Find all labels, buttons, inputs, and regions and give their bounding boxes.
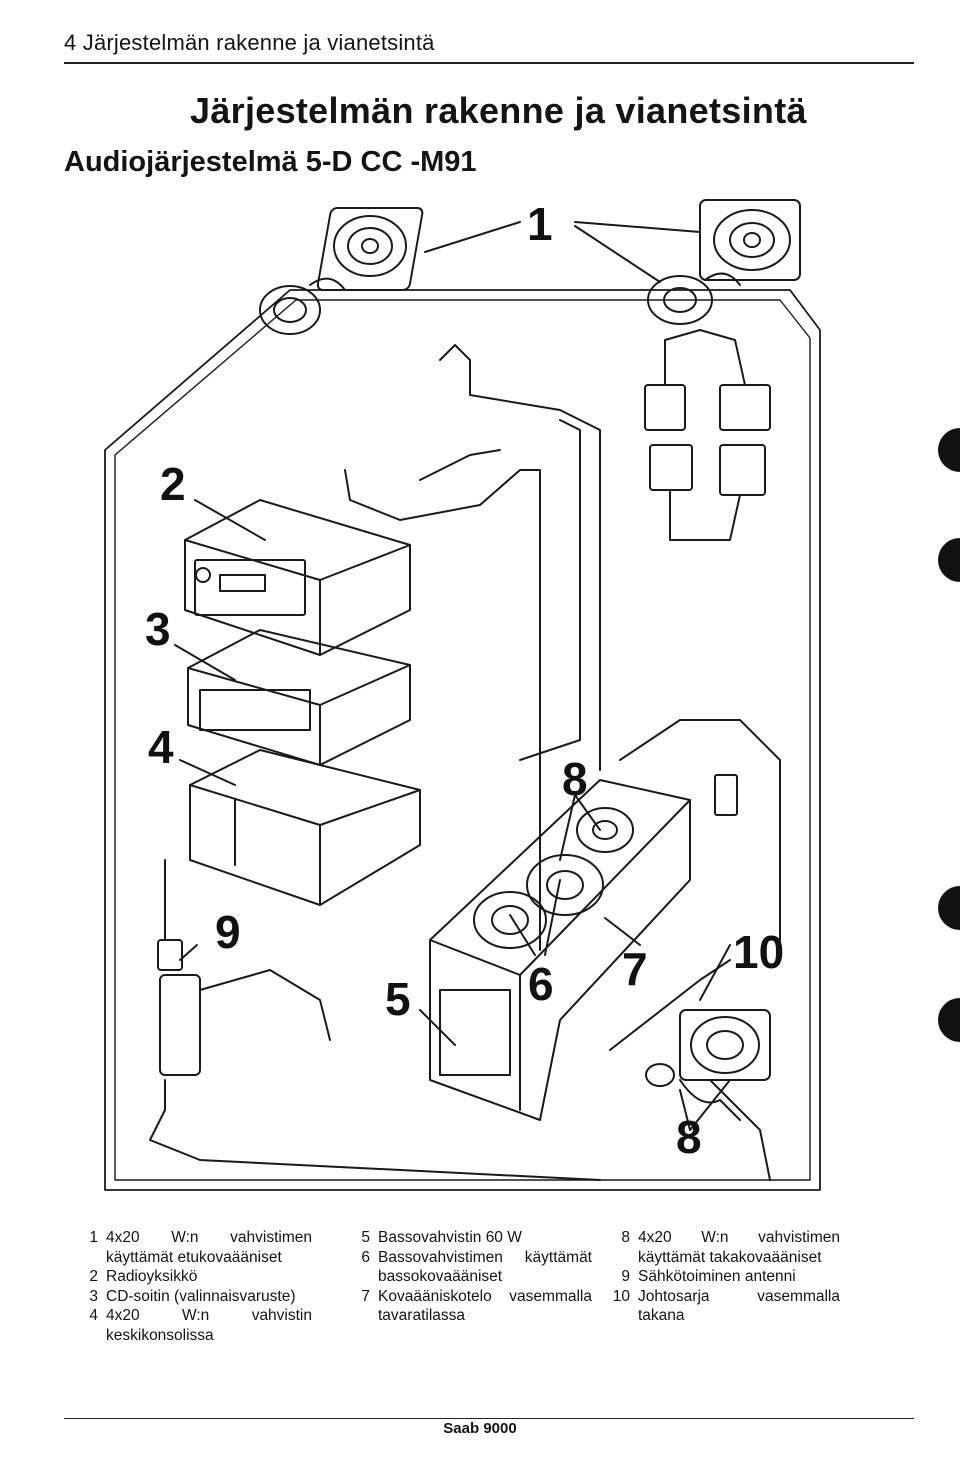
callout-4: 4: [148, 721, 174, 773]
callout-2: 2: [160, 458, 186, 510]
footer-rule: [64, 1418, 914, 1419]
legend-item: 3 CD-soitin (valinnaisvaruste): [80, 1287, 312, 1307]
front-speaker-right: [647, 199, 801, 325]
legend-number: 1: [89, 1229, 98, 1246]
legend-number: 3: [89, 1287, 98, 1305]
bass-enclosure: [429, 779, 691, 1121]
legend-text: 4x20 W:n vahvistimen käyttämät etukovaää…: [106, 1229, 312, 1266]
legend-text: Bassovahvistimen käyttämät bassokovaääni…: [378, 1248, 592, 1286]
legend-number: 9: [621, 1268, 630, 1285]
legend-item: 7 Kovaääniskotelo vasemmalla tavaratilass…: [352, 1287, 592, 1326]
callout-7: 7: [622, 943, 648, 995]
section-tab-marker: [938, 998, 960, 1042]
rear-speakers: [645, 1009, 771, 1121]
harness-frame-inner: [114, 299, 811, 1181]
legend-number: 10: [612, 1287, 630, 1305]
callout-6: 6: [528, 958, 554, 1010]
running-header: 4 Järjestelmän rakenne ja vianetsintä: [64, 30, 435, 55]
section-tab-marker: [938, 538, 960, 582]
callout-8-front: 8: [562, 753, 588, 805]
legend-text: 4x20 W:n vahvistin keskikonsolissa: [106, 1307, 312, 1344]
legend-number: 4: [89, 1307, 98, 1324]
page-subtitle: Audiojärjestelmä 5-D CC -M91: [64, 146, 477, 178]
legend-item: 6 Bassovahvistimen käyttämät bassokovaään…: [352, 1248, 592, 1287]
front-speaker-left: [259, 207, 424, 335]
legend-item: 4 4x20 W:n vahvistin keskikonsolissa: [80, 1306, 312, 1345]
legend-item: 8 4x20 W:n vahvistimen käyttämät takakova…: [612, 1228, 840, 1267]
section-tab-marker: [938, 428, 960, 472]
callout-5: 5: [385, 973, 411, 1025]
cd-player: [187, 629, 411, 766]
radio-unit: [184, 499, 411, 656]
legend-text: CD-soitin (valinnaisvaruste): [106, 1287, 296, 1305]
amplifier-4x20: [189, 749, 421, 906]
legend-item: 2 Radioyksikkö: [80, 1267, 312, 1287]
legend-text: Johtosarja vasemmalla takana: [638, 1287, 840, 1325]
legend-number: 7: [361, 1287, 370, 1305]
power-antenna: [149, 859, 601, 1181]
callout-10: 10: [733, 926, 784, 978]
legend-item: 9 Sähkötoiminen antenni: [612, 1267, 840, 1287]
legend-number: 8: [621, 1229, 630, 1246]
legend-number: 6: [361, 1248, 370, 1266]
page-title: Järjestelmän rakenne ja vianetsintä: [190, 90, 807, 131]
header-rule: [64, 62, 914, 64]
legend-item: 1 4x20 W:n vahvistimen käyttämät etukovaä…: [80, 1228, 312, 1267]
legend-column-3: 8 4x20 W:n vahvistimen käyttämät takakova…: [612, 1228, 840, 1326]
callout-1: 1: [527, 198, 553, 250]
page-footer: Saab 9000: [443, 1420, 517, 1437]
section-tab-marker: [938, 886, 960, 930]
legend-item: 5 Bassovahvistin 60 W: [352, 1228, 592, 1248]
legend-text: Radioyksikkö: [106, 1268, 198, 1285]
harness-frame: [104, 289, 821, 1191]
legend-item: 10 Johtosarja vasemmalla takana: [612, 1287, 840, 1326]
legend-column-1: 1 4x20 W:n vahvistimen käyttämät etukovaä…: [80, 1228, 312, 1345]
callout-9: 9: [215, 906, 241, 958]
legend-column-2: 5 Bassovahvistin 60 W 6 Bassovahvistimen k…: [352, 1228, 592, 1326]
connector-block-right: [644, 329, 771, 541]
callout-8-rear: 8: [676, 1111, 702, 1163]
legend-number: 5: [361, 1229, 370, 1246]
legend-text: 4x20 W:n vahvistimen käyttämät takakovaä…: [638, 1229, 840, 1266]
legend-text: Kovaääniskotelo vasemmalla tavaratilassa: [378, 1287, 592, 1325]
callout-3: 3: [145, 603, 171, 655]
legend-number: 2: [89, 1268, 98, 1285]
legend-text: Bassovahvistin 60 W: [378, 1229, 522, 1246]
legend-text: Sähkötoiminen antenni: [638, 1268, 796, 1285]
